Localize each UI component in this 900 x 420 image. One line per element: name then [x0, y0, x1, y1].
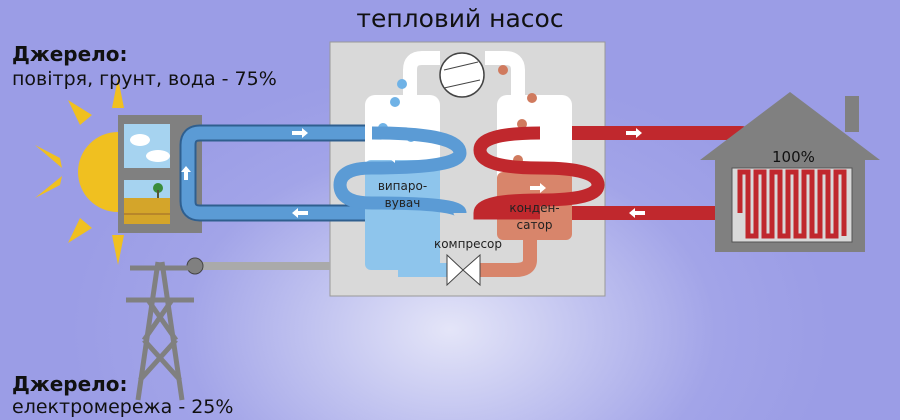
compressor-label: компресор: [433, 237, 503, 251]
evaporator-label-line1: випаро-: [377, 179, 428, 193]
expansion-valve-icon: [446, 253, 481, 287]
source-bottom-heading: Джерело:: [12, 372, 128, 396]
power-pylon-icon: [126, 261, 194, 401]
evaporator-tank: [333, 51, 467, 277]
house-icon: [700, 92, 880, 252]
condenser-label: конден- сатор: [497, 200, 572, 234]
radiator-coil: [737, 169, 847, 239]
radiator: [731, 167, 853, 243]
condenser-tank: [473, 51, 605, 277]
source-bottom-text: електромережа - 25%: [12, 396, 234, 418]
evaporator-label-line2: вувач: [384, 196, 421, 210]
evaporator-label: випаро- вувач: [365, 178, 440, 212]
source-top-heading: Джерело:: [12, 42, 128, 66]
flow-arrow-icons: [181, 128, 753, 218]
condenser-label-line1: конден-: [509, 201, 560, 215]
page-title: тепловий насос: [356, 4, 564, 33]
source-top-text: повітря, грунт, вода - 75%: [12, 68, 277, 90]
compressor-icon: [439, 52, 485, 98]
house-output-label: 100%: [772, 148, 815, 166]
condenser-label-line2: сатор: [516, 218, 553, 232]
